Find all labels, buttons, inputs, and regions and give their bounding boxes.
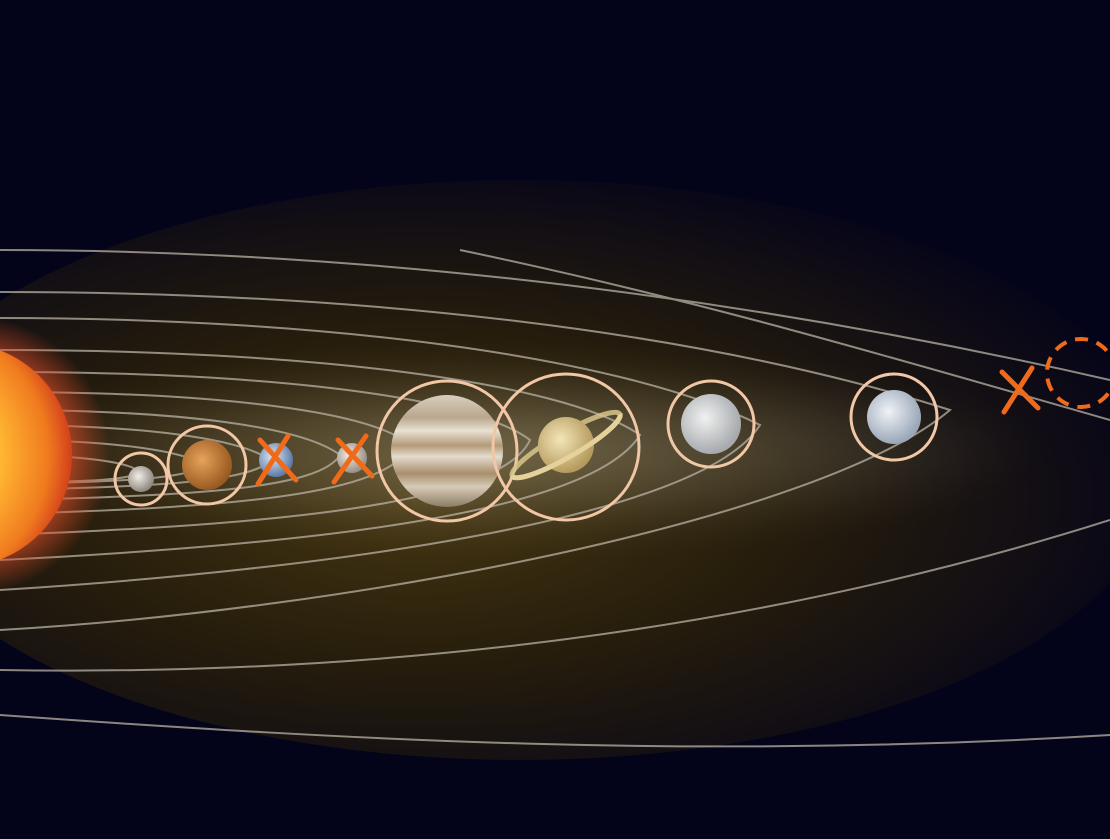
mercury — [113, 451, 169, 507]
jupiter-disc — [391, 395, 503, 507]
saturn-disc — [538, 417, 594, 473]
jupiter-highlight-ring — [375, 379, 519, 523]
earth-cross-mark — [255, 433, 299, 487]
orbit-line — [0, 291, 953, 631]
mars-disc — [182, 440, 232, 490]
mercury-highlight-ring — [113, 451, 169, 507]
orbit-line — [0, 371, 532, 536]
saturn-ring-front — [509, 412, 623, 481]
uranus — [666, 379, 756, 469]
venus — [331, 433, 375, 485]
neptune-disc — [867, 390, 921, 444]
mercury-disc — [128, 466, 154, 492]
pluto-cross-mark — [999, 365, 1041, 415]
sun-disc — [0, 350, 72, 560]
uranus-highlight-ring — [666, 379, 756, 469]
venus-cross-mark — [331, 433, 375, 485]
mars-highlight-ring — [166, 424, 248, 506]
uranus-disc — [681, 394, 741, 454]
orbit-line — [0, 249, 1110, 381]
planet-nine-dashed-ring — [1045, 337, 1110, 409]
neptune — [849, 372, 939, 462]
orbit-line — [0, 714, 1110, 748]
planet-nine-marker — [1045, 337, 1110, 409]
saturn — [491, 372, 641, 522]
jupiter — [375, 379, 519, 523]
orbit-line — [0, 317, 762, 591]
neptune-highlight-ring — [849, 372, 939, 462]
sun — [0, 318, 110, 592]
orbit-line — [0, 349, 642, 561]
orbit-line — [0, 519, 1110, 672]
mars — [166, 424, 248, 506]
earth — [255, 433, 299, 487]
saturn-highlight-ring — [491, 372, 641, 522]
